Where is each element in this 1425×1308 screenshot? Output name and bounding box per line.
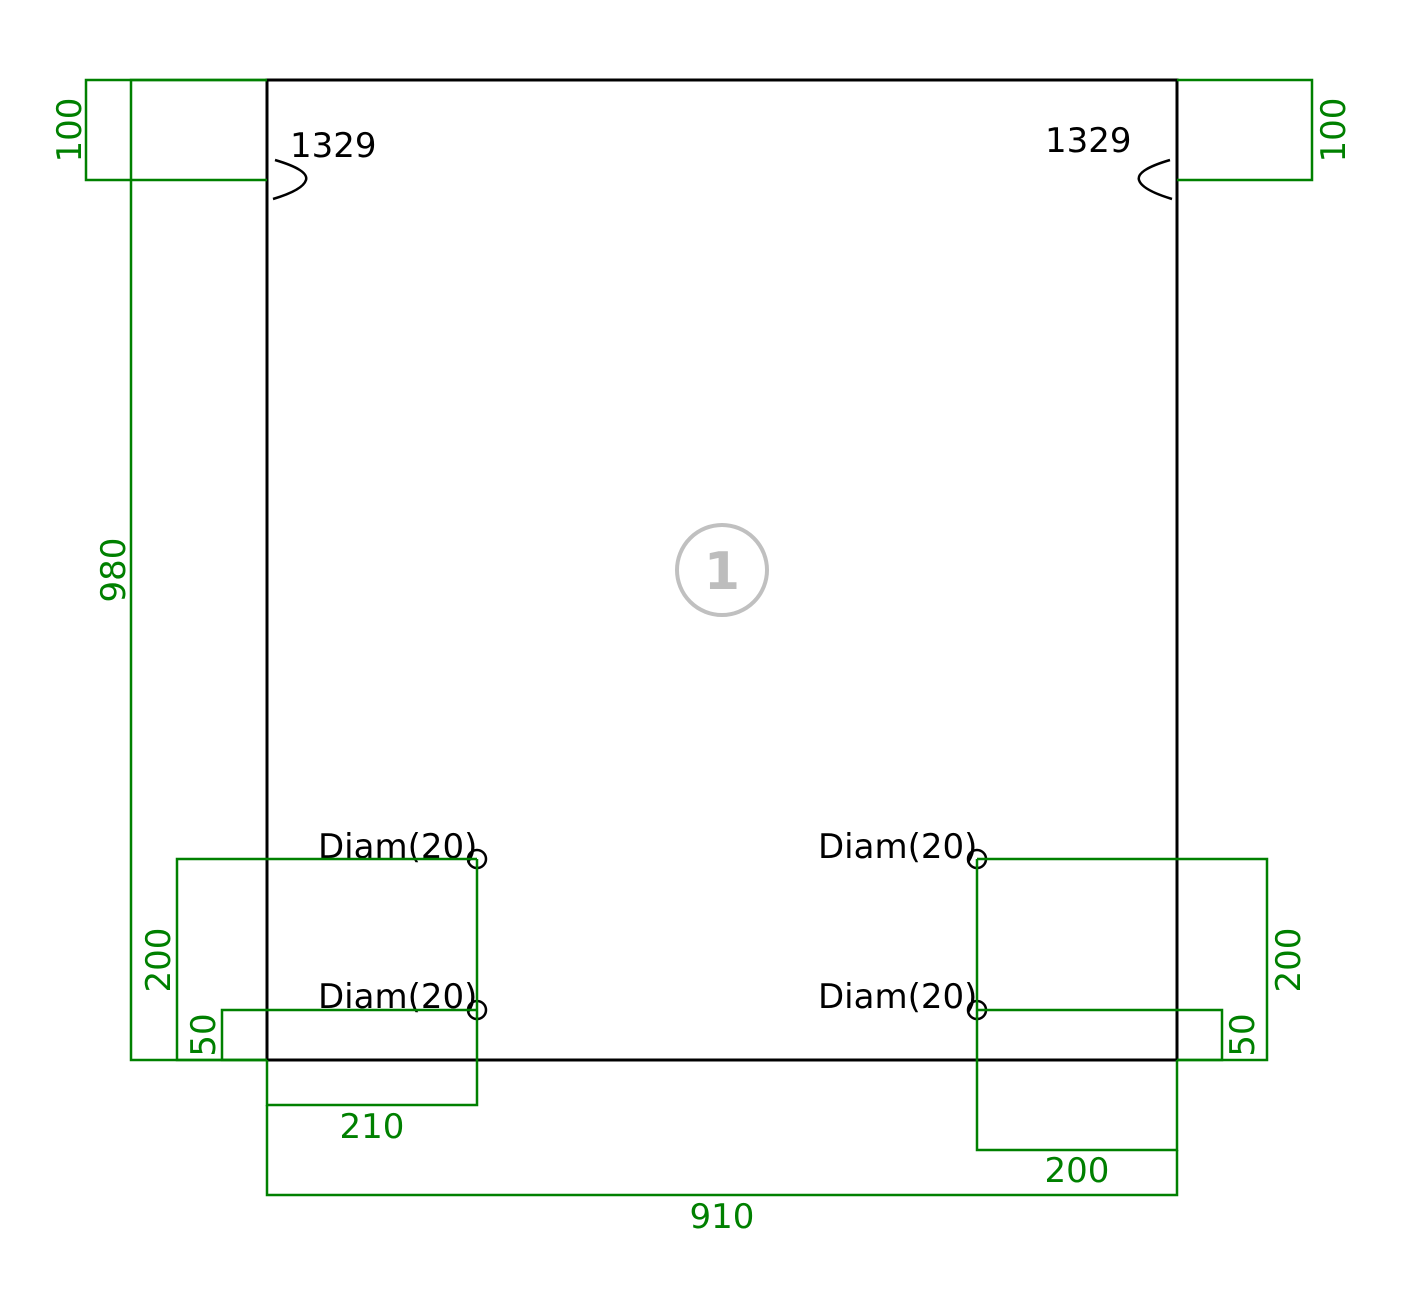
part-number-label: 1 xyxy=(704,542,740,602)
notch-right xyxy=(1137,158,1173,201)
dimension-hole-right-x-value: 200 xyxy=(1045,1151,1110,1191)
dimension-hole-right-x: 200 xyxy=(975,859,1179,1191)
part-outline xyxy=(265,78,1179,1062)
dimension-hole-right-upper-y-value: 200 xyxy=(1269,928,1309,993)
dimension-hole-left-lower-y: 50 xyxy=(184,1008,477,1062)
dimension-width: 910 xyxy=(265,1105,1179,1237)
dimension-hole-left-x: 210 xyxy=(265,859,479,1147)
dimension-hole-right-upper-y: 200 xyxy=(977,857,1309,1062)
hole-right-lower-label: Diam(20) xyxy=(818,977,977,1017)
dimension-notch-right-value: 100 xyxy=(1314,98,1354,163)
dimension-hole-right-lower-y-value: 50 xyxy=(1223,1013,1263,1056)
notch-left-label: 1329 xyxy=(290,126,377,166)
notch-left xyxy=(272,158,308,201)
dimension-height: 980 xyxy=(94,78,267,1062)
hole-left-upper-label: Diam(20) xyxy=(318,827,477,867)
dimension-hole-left-lower-y-value: 50 xyxy=(184,1013,224,1056)
dimension-notch-left-value: 100 xyxy=(50,98,90,163)
dimension-notch-left: 100 xyxy=(50,78,267,182)
part-number-badge xyxy=(675,523,769,617)
hole-right-upper-label: Diam(20) xyxy=(818,827,977,867)
dimension-height-value: 980 xyxy=(94,538,134,603)
dimension-hole-left-upper-y-value: 200 xyxy=(139,928,179,993)
dimension-notch-right: 100 xyxy=(1177,78,1354,182)
dimension-width-value: 910 xyxy=(690,1197,755,1237)
dimension-hole-left-x-value: 210 xyxy=(340,1107,405,1147)
dimension-hole-right-lower-y: 50 xyxy=(977,1008,1263,1062)
notch-right-label: 1329 xyxy=(1045,121,1132,161)
